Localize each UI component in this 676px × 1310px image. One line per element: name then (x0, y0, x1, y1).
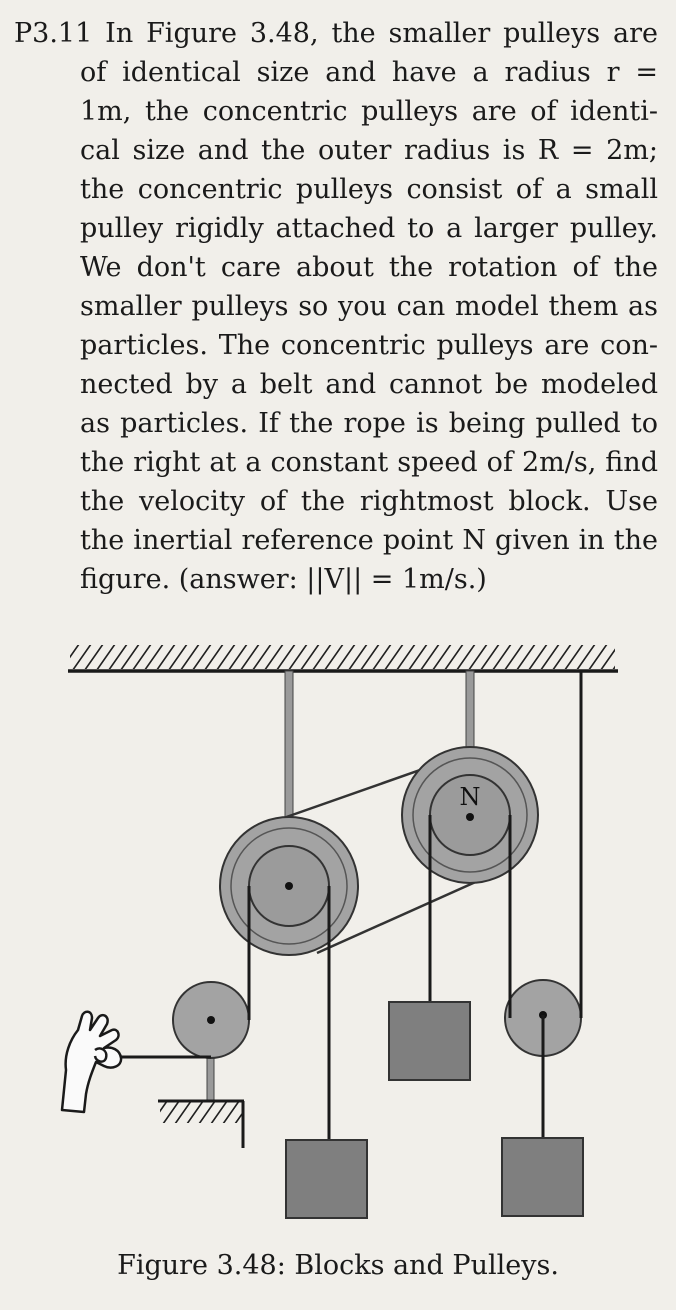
right-block (501, 1137, 584, 1217)
problem-line: cal size and the outer radius is R = 2m; (80, 135, 658, 166)
left-large-pulley-rim (230, 827, 348, 945)
right-pulley-support (465, 670, 475, 752)
small-left-pulley-axle (207, 1016, 215, 1024)
figure-caption: Figure 3.48: Blocks and Pulleys. (117, 1250, 559, 1281)
hand-icon (60, 1010, 123, 1114)
belt-upper (274, 761, 441, 823)
left-pulley-axle (285, 882, 293, 890)
problem-line: the concentric pulleys consist of a smal… (80, 174, 658, 205)
ground-hatch (160, 1101, 242, 1123)
problem-line: smaller pulleys so you can model them as (80, 291, 658, 322)
point-n-label: N (460, 783, 481, 811)
problem-line: the right at a constant speed of 2m/s, f… (80, 447, 658, 478)
left-block (285, 1139, 368, 1219)
belt-lower (316, 878, 481, 955)
point-n-dot (466, 813, 474, 821)
problem-line: pulley rigidly attached to a larger pull… (80, 213, 658, 244)
ceiling-hatch (70, 645, 615, 669)
middle-block (388, 1001, 471, 1081)
left-pulley-support (284, 670, 294, 822)
problem-line: particles. The concentric pulleys are co… (80, 330, 658, 361)
problem-line: 1m, the concentric pulleys are of identi… (80, 96, 658, 127)
right-large-pulley-rim (412, 757, 528, 873)
problem-line: as particles. If the rope is being pulle… (80, 408, 658, 439)
problem-line: figure. (answer: ||V|| = 1m/s.) (80, 564, 487, 595)
problem-line: We don't care about the rotation of the (80, 252, 658, 283)
problem-line: nected by a belt and cannot be modeled (80, 369, 658, 400)
problem-line: P3.11 In Figure 3.48, the smaller pulley… (14, 18, 658, 49)
problem-line: the inertial reference point N given in … (80, 525, 658, 556)
problem-line: the velocity of the rightmost block. Use (80, 486, 658, 517)
pulley-figure: N (60, 645, 618, 1219)
problem-line: of identical size and have a radius r = (80, 57, 658, 88)
